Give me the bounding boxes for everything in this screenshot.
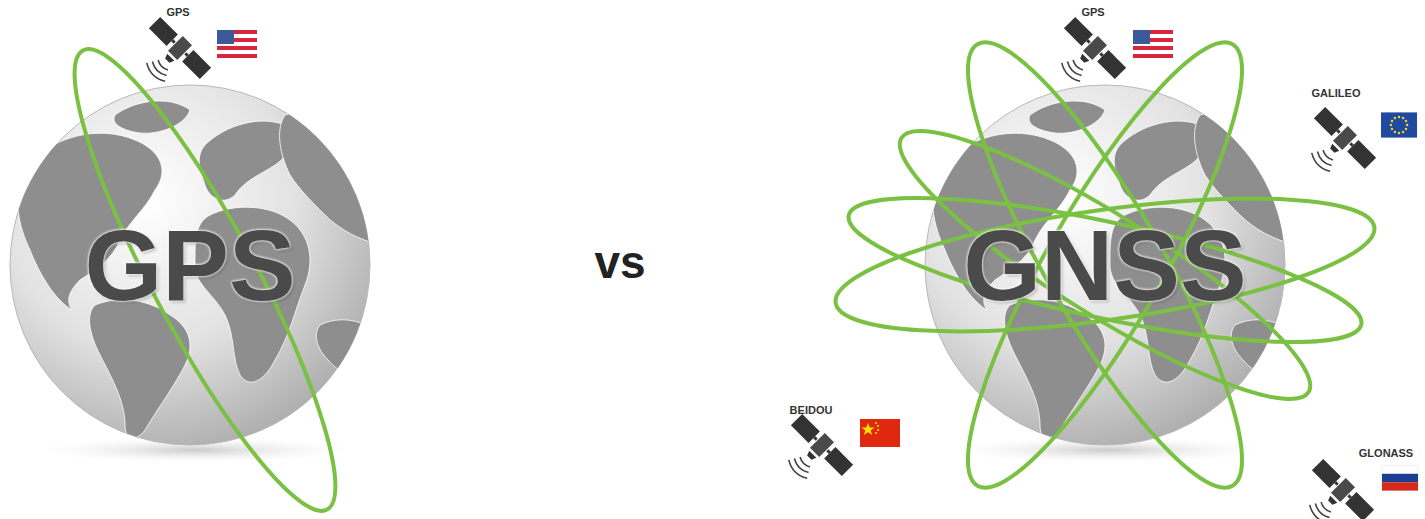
orbit: [875, 95, 1335, 434]
satellite-label: BEIDOU: [790, 405, 833, 416]
flag-icon: [1382, 465, 1418, 490]
satellite-icon: [1291, 457, 1377, 519]
globe-title: GNSS: [963, 215, 1246, 315]
orbit: [839, 169, 1372, 372]
satellite-label: GPS: [166, 7, 189, 18]
orbit-group: [37, 15, 1382, 519]
flag-icon: [217, 30, 257, 58]
orbit: [927, 15, 1282, 515]
globe: [10, 85, 380, 445]
flag-icon: [1381, 112, 1417, 137]
satellite-label: GLONASS: [1359, 448, 1413, 459]
globe-node: GNSS: [925, 85, 1285, 445]
globe-title: GPS: [84, 215, 295, 315]
globe-node: GPS: [10, 85, 370, 445]
satellite-label: GALILEO: [1312, 88, 1361, 99]
satellite-icon: [1293, 105, 1379, 191]
satellite-icon: [128, 15, 214, 101]
satellite-label: GPS: [1081, 7, 1104, 18]
satellite-icon: [770, 412, 856, 498]
flag-icon: [860, 419, 900, 447]
orbit: [828, 173, 1382, 358]
orbit: [927, 15, 1282, 515]
flag-icon: [1133, 30, 1173, 58]
vs-label: vs: [594, 239, 645, 285]
satellite-icon: [1043, 15, 1129, 101]
orbit: [37, 26, 373, 519]
